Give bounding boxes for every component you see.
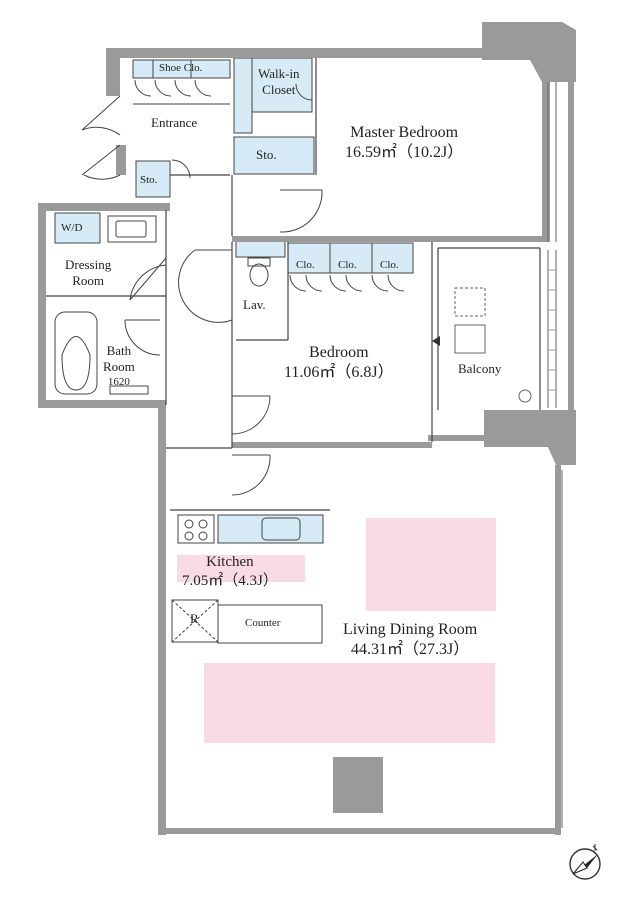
- walk-in-closet-side: [233, 57, 253, 134]
- kitchen-area: 7.05㎡（4.3J）: [182, 572, 278, 589]
- bedroom-name: Bedroom: [309, 344, 369, 361]
- refrigerator-label: R: [190, 611, 199, 626]
- kitchen-label: Kitchen 7.05㎡（4.3J）: [182, 553, 278, 591]
- door-swing-icon: [81, 79, 405, 496]
- walk-in-closet-line2: Closet: [262, 82, 296, 98]
- ldk-label: Living Dining Room 44.31㎡（27.3J）: [343, 620, 477, 660]
- balcony-label: Balcony: [458, 361, 502, 376]
- wall-left-entrance-top: [106, 48, 120, 96]
- kitchen-name: Kitchen: [206, 554, 254, 570]
- wall-bath-bottom: [38, 400, 166, 408]
- closet-2-label: Clo.: [338, 259, 357, 271]
- storage-b-label: Sto.: [140, 174, 158, 186]
- closets-area: [287, 242, 414, 274]
- wall-dressing-top: [38, 203, 170, 211]
- wall-bed-balcony-top: [232, 236, 550, 242]
- compass-icon: [569, 844, 601, 880]
- wall-left-lower: [158, 405, 166, 835]
- storage-b-area: [135, 160, 171, 198]
- wall-balcony-bottom: [428, 435, 558, 441]
- ldk-area: 44.31㎡（27.3J）: [351, 641, 470, 658]
- shoe-closet-label: Shoe Clo.: [159, 62, 203, 74]
- ldk-area-upper: [366, 518, 496, 611]
- bedroom-label: Bedroom 11.06㎡（6.8J）: [284, 343, 394, 383]
- dressing-room-label: Dressing Room: [65, 257, 111, 290]
- column-ldk: [333, 757, 383, 813]
- lavatory-label: Lav.: [243, 297, 266, 312]
- arrow-marker: [432, 336, 440, 346]
- walk-in-closet-label: Walk-in Closet: [258, 66, 300, 99]
- washer-dryer-label: W/D: [61, 222, 83, 234]
- dressing-room-line1: Dressing: [65, 257, 112, 272]
- toilet-icon: [247, 257, 271, 287]
- closet-1-label: Clo.: [296, 259, 315, 271]
- bath-room-line1: Bath: [106, 343, 132, 358]
- wall-top: [106, 48, 536, 58]
- wall-bottom: [158, 828, 560, 834]
- entrance-label: Entrance: [151, 115, 198, 130]
- wall-right-outer: [568, 82, 574, 412]
- ldk-name: Living Dining Room: [343, 621, 478, 638]
- stove-icon: [177, 514, 215, 544]
- wall-left-bath: [38, 203, 46, 408]
- wall-bedroom-bottom: [232, 442, 432, 448]
- master-bedroom-area: 16.59㎡（10.2J）: [345, 144, 464, 161]
- wall-right-upper: [542, 82, 550, 242]
- kitchen-area: [177, 555, 305, 582]
- wall-right-lower: [555, 465, 561, 835]
- storage-a-label: Sto.: [256, 147, 277, 162]
- ldk-area-lower: [204, 663, 495, 743]
- shoe-closet-area: [132, 59, 231, 79]
- wall-left-entrance: [116, 145, 126, 175]
- bath-room-size: 1620: [107, 375, 130, 388]
- kitchen-sink-counter: [217, 514, 324, 544]
- walk-in-closet-line1: Walk-in: [258, 66, 300, 81]
- closet-3-label: Clo.: [380, 259, 399, 271]
- bedroom-area: 11.06㎡（6.8J）: [284, 364, 394, 381]
- sink-icon: [261, 517, 301, 541]
- bath-room-line2: Room: [103, 359, 135, 375]
- pillar-top-right: [482, 22, 576, 82]
- storage-a-area: [233, 136, 315, 175]
- master-bedroom-name: Master Bedroom: [350, 124, 459, 141]
- master-bedroom-label: Master Bedroom 16.59㎡（10.2J）: [345, 123, 463, 163]
- bathtub-icon: [54, 311, 149, 395]
- bath-room-label: Bath Room 1620: [103, 343, 135, 389]
- washer-dryer-area: [54, 212, 101, 244]
- counter-label: Counter: [245, 617, 281, 629]
- dressing-room-line2: Room: [72, 273, 104, 289]
- lav-sink-area: [235, 240, 286, 258]
